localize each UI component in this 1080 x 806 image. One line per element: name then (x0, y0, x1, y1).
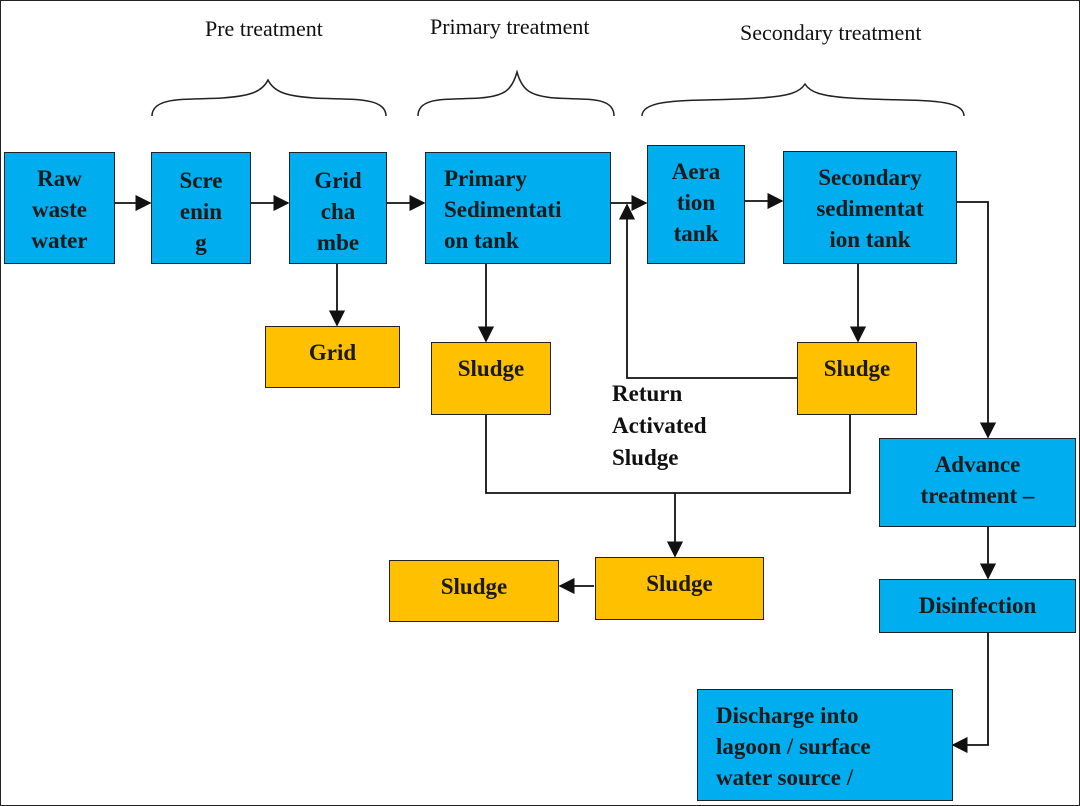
box-screening-line-1: Scre (179, 168, 223, 193)
box-secondary-line-3: ion tank (829, 227, 911, 252)
box-raw-waste-water: Raw waste water (4, 152, 115, 264)
box-aeration-line-3: tank (673, 221, 719, 246)
box-discharge-line-2: lagoon / surface (716, 734, 871, 759)
box-advance-treatment: Advance treatment – (879, 438, 1076, 527)
arrow-disinfection-to-discharge (951, 633, 989, 754)
box-sludge-mid: Sludge (595, 557, 764, 620)
box-discharge-line-1: Discharge into (716, 703, 859, 728)
brace-primary-treatment (417, 69, 615, 117)
box-disinfection-label: Disinfection (918, 593, 1037, 618)
box-primary-line-2: Sedimentati (444, 197, 562, 222)
box-advance-line-2: treatment – (920, 483, 1035, 508)
box-aeration-line-2: tion (676, 190, 716, 215)
box-aeration-line-1: Aera (671, 159, 721, 184)
brace-pre-treatment (151, 78, 387, 117)
return-label-line-2: Activated (612, 413, 707, 438)
box-primary-line-1: Primary (444, 166, 528, 191)
return-activated-sludge-line (618, 203, 797, 379)
box-aeration-tank: Aera tion tank (647, 145, 745, 264)
box-primary-sedimentation: Primary Sedimentati on tank (425, 152, 611, 264)
box-secondary-line-1: Secondary (818, 165, 922, 190)
box-secondary-sedimentation: Secondary sedimentat ion tank (783, 151, 957, 264)
box-grid-line-2: cha (320, 199, 356, 224)
box-sludge-primary-label: Sludge (457, 356, 525, 381)
arrow-secondary-to-advance (957, 201, 997, 439)
box-grid-output-line-1: Grid (308, 340, 357, 365)
box-screening: Scre enin g (151, 152, 251, 264)
box-primary-line-3: on tank (444, 228, 519, 253)
box-discharge: Discharge into lagoon / surface water so… (697, 689, 953, 801)
box-raw-line-1: Raw (37, 166, 82, 191)
box-discharge-line-3: water source / (716, 765, 854, 790)
return-label-line-1: Return (612, 381, 683, 406)
box-raw-line-3: water (31, 228, 88, 253)
phase-pre-treatment: Pre treatment (205, 16, 323, 41)
box-disinfection: Disinfection (879, 579, 1076, 633)
brace-secondary-treatment (641, 82, 965, 117)
box-sludge-secondary-label: Sludge (823, 356, 891, 381)
box-sludge-final: Sludge (389, 560, 559, 622)
box-screening-line-2: enin (179, 199, 223, 224)
box-sludge-primary: Sludge (431, 342, 551, 415)
sludge-collector-line (485, 415, 851, 494)
box-grid-chamber: Grid cha mbe (289, 152, 387, 264)
box-secondary-line-2: sedimentat (816, 196, 924, 221)
box-sludge-final-label: Sludge (440, 574, 508, 599)
box-grid-line-3: mbe (316, 230, 360, 255)
phase-primary-treatment: Primary treatment (430, 14, 590, 39)
box-raw-line-2: waste (32, 197, 87, 222)
box-screening-line-3: g (195, 230, 207, 255)
return-label-line-3: Sludge (612, 445, 679, 470)
box-grid-line-1: Grid (314, 168, 362, 193)
box-grid-output: Grid (265, 326, 400, 388)
return-activated-sludge-label: Return Activated Sludge (612, 378, 707, 474)
box-sludge-mid-label: Sludge (646, 571, 713, 596)
box-sludge-secondary: Sludge (797, 342, 917, 415)
box-advance-line-1: Advance (934, 452, 1021, 477)
phase-secondary-treatment: Secondary treatment (740, 20, 922, 45)
